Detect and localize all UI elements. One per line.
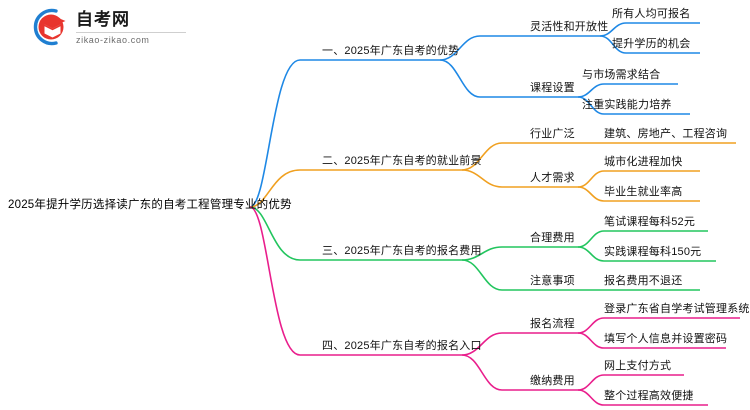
leaf-online-payment[interactable]: 网上支付方式 <box>604 360 672 372</box>
branch-node-employment-prospects[interactable]: 二、2025年广东自考的就业前景 <box>322 155 482 167</box>
site-logo[interactable]: 自考网 zikao-zikao.com <box>26 6 186 48</box>
leaf-construction-realestate-consulting[interactable]: 建筑、房地产、工程咨询 <box>604 128 728 140</box>
leaf-fill-info-set-password[interactable]: 填写个人信息并设置密码 <box>604 333 728 345</box>
graduation-cap-icon <box>26 6 70 48</box>
subnode-broad-industries[interactable]: 行业广泛 <box>530 128 575 140</box>
branch-node-registration-fees[interactable]: 三、2025年广东自考的报名费用 <box>322 245 482 257</box>
subnode-notices[interactable]: 注意事项 <box>530 275 575 287</box>
leaf-login-exam-system[interactable]: 登录广东省自学考试管理系统 <box>604 303 750 315</box>
leaf-market-demand-aligned[interactable]: 与市场需求结合 <box>582 69 661 81</box>
leaf-practical-skills-focus[interactable]: 注重实践能力培养 <box>582 99 672 111</box>
subnode-reasonable-fees[interactable]: 合理费用 <box>530 232 575 244</box>
leaf-practical-course-fee[interactable]: 实践课程每科150元 <box>604 246 702 258</box>
leaf-written-exam-fee[interactable]: 笔试课程每科52元 <box>604 216 696 228</box>
leaf-high-graduate-employment[interactable]: 毕业生就业率高 <box>604 186 683 198</box>
subnode-pay-fees[interactable]: 缴纳费用 <box>530 375 575 387</box>
leaf-degree-upgrade-chance[interactable]: 提升学历的机会 <box>612 38 691 50</box>
logo-title: 自考网 <box>76 10 130 29</box>
logo-divider <box>76 32 186 33</box>
branch2-child-links <box>461 142 736 202</box>
leaf-fee-non-refundable[interactable]: 报名费用不退还 <box>604 275 683 287</box>
branch-node-registration-entry[interactable]: 四、2025年广东自考的报名入口 <box>322 340 482 352</box>
leaf-anyone-can-register[interactable]: 所有人均可报名 <box>612 8 691 20</box>
subnode-registration-process[interactable]: 报名流程 <box>530 318 575 330</box>
mindmap-root-node[interactable]: 2025年提升学历选择读广东的自考工程管理专业的优势 <box>8 199 292 211</box>
subnode-talent-demand[interactable]: 人才需求 <box>530 172 575 184</box>
branch-node-advantages[interactable]: 一、2025年广东自考的优势 <box>322 45 460 57</box>
leaf-efficient-convenient-process[interactable]: 整个过程高效便捷 <box>604 390 694 402</box>
leaf-urbanization-accelerating[interactable]: 城市化进程加快 <box>604 156 683 168</box>
subnode-flexibility-openness[interactable]: 灵活性和开放性 <box>530 21 609 33</box>
subnode-curriculum[interactable]: 课程设置 <box>530 82 575 94</box>
logo-domain: zikao-zikao.com <box>76 35 150 45</box>
